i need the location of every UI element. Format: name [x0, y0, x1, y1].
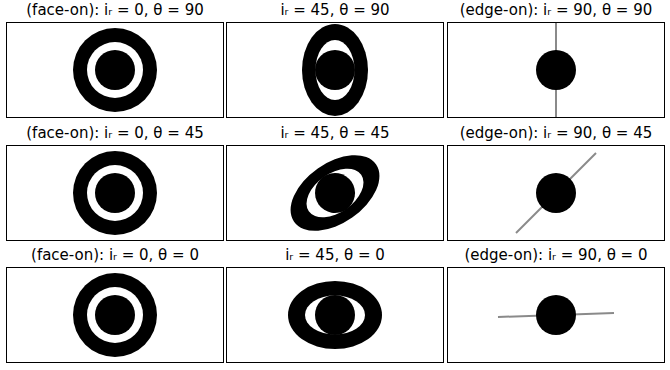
- ring-line: [516, 153, 596, 233]
- ring: [73, 28, 157, 112]
- planet: [95, 173, 135, 213]
- panel-title: iᵣ = 45, θ = 90: [207, 1, 463, 19]
- ring-gap: [305, 296, 365, 335]
- ring: [73, 273, 157, 357]
- ring-gap: [87, 287, 143, 343]
- planet: [95, 295, 135, 335]
- panel-title: (face-on): iᵣ = 0, θ = 45: [0, 124, 243, 142]
- panel-box: iᵣ = 45, θ = 45: [226, 145, 444, 241]
- ring-gap: [87, 42, 143, 98]
- edge-on-planet: [536, 23, 576, 117]
- panel-box: iᵣ = 45, θ = 0: [226, 267, 444, 363]
- panel-box: (face-on): iᵣ = 0, θ = 0: [6, 267, 224, 363]
- edge-on-planet: [498, 295, 614, 335]
- inclined-planet: [277, 140, 393, 247]
- panel-box: (face-on): iᵣ = 0, θ = 45: [6, 145, 224, 241]
- ring: [302, 24, 368, 116]
- panel-box: (edge-on): iᵣ = 90, θ = 0: [447, 267, 665, 363]
- panel-title: (face-on): iᵣ = 0, θ = 0: [0, 246, 243, 264]
- ring-gap: [316, 40, 355, 100]
- panel-box: (edge-on): iᵣ = 90, θ = 90: [447, 22, 665, 118]
- panel-box: iᵣ = 45, θ = 90: [226, 22, 444, 118]
- panel-box: (edge-on): iᵣ = 90, θ = 45: [447, 145, 665, 241]
- panel-box: (face-on): iᵣ = 0, θ = 90: [6, 22, 224, 118]
- planet: [95, 50, 135, 90]
- ring-gap: [87, 165, 143, 221]
- face-on-planet: [73, 28, 157, 112]
- inclined-planet: [302, 24, 368, 116]
- ring: [288, 281, 382, 349]
- panel-title: iᵣ = 45, θ = 45: [207, 124, 463, 142]
- ring: [73, 151, 157, 235]
- planet: [315, 50, 355, 90]
- planet: [536, 50, 576, 90]
- panel-title: iᵣ = 45, θ = 0: [207, 246, 463, 264]
- panel-title: (edge-on): iᵣ = 90, θ = 0: [428, 246, 670, 264]
- panel-title: (edge-on): iᵣ = 90, θ = 45: [428, 124, 670, 142]
- planet: [307, 165, 363, 221]
- panel-title: (edge-on): iᵣ = 90, θ = 90: [428, 1, 670, 19]
- ring-gap: [298, 159, 373, 228]
- edge-on-planet: [516, 153, 596, 233]
- planet: [536, 295, 576, 335]
- panel-title: (face-on): iᵣ = 0, θ = 90: [0, 1, 243, 19]
- face-on-planet: [73, 273, 157, 357]
- planet: [536, 173, 576, 213]
- planet: [315, 295, 355, 335]
- inclined-planet: [288, 281, 382, 349]
- face-on-planet: [73, 151, 157, 235]
- ring: [277, 140, 393, 247]
